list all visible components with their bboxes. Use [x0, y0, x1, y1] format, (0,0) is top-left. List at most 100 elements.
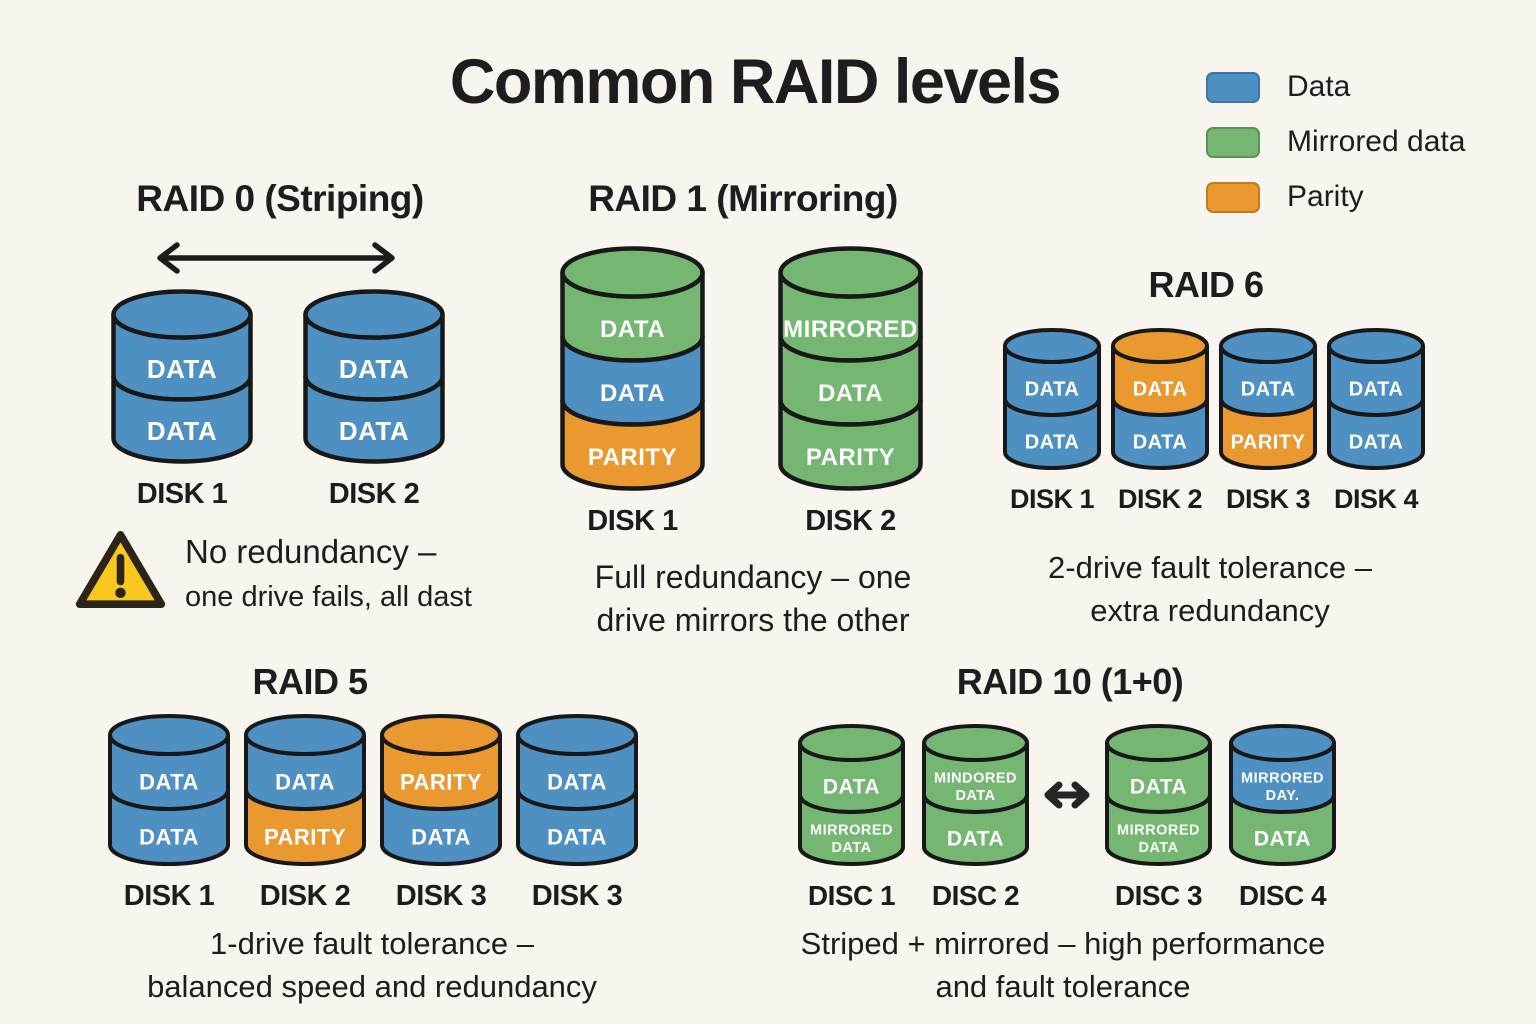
disk-label: DISK 3: [1225, 484, 1311, 514]
disk: DATA DATA DISK 3: [514, 712, 640, 913]
raid1-title: RAID 1 (Mirroring): [588, 178, 898, 219]
raid0-warning-text: No redundancy – one drive fails, all das…: [185, 528, 472, 615]
disk-segment-label: PARITY: [1231, 432, 1306, 454]
disk-segment-label: DATA: [823, 776, 880, 799]
warning-icon: [75, 531, 166, 608]
disk-label: DISK 3: [395, 880, 487, 912]
disk-label: DISK 2: [1117, 484, 1203, 514]
disk-top-ellipse: [111, 289, 253, 340]
disk-segment-label: PARITY: [400, 769, 482, 794]
disk-segment-label: DATA: [547, 824, 607, 849]
disk-segment-label: DATA: [275, 769, 335, 794]
disk-top-ellipse: [778, 246, 923, 299]
disk-cylinder: DATA PARITY: [1219, 328, 1317, 470]
disk-top-ellipse: [108, 714, 230, 756]
disk: DATA PARITY DISK 2: [242, 712, 368, 913]
disk-segment-label: DATA: [1025, 432, 1080, 454]
disk-top-ellipse: [560, 246, 705, 299]
raid6-caption-line2: extra redundancy: [1090, 593, 1330, 628]
raid10-title: RAID 10 (1+0): [956, 661, 1184, 702]
bidirectional-arrow-icon: [1044, 781, 1090, 809]
raid5-caption-line1: 1-drive fault tolerance –: [210, 926, 534, 961]
disk-cylinder: DATA PARITY: [244, 714, 366, 866]
disk-label: DISK 1: [1009, 484, 1095, 514]
disk-segment-label: DATA: [147, 416, 217, 446]
raid6-disk-row: DATA DATA DISK 1 DATA DATA DISK 2 DATA PARITY DI…: [1001, 326, 1427, 515]
disk-segment-label: DATA: [1241, 379, 1296, 401]
disk-cylinder: DATA DATA: [1003, 328, 1101, 470]
disk-segment-label: DATA: [139, 824, 199, 849]
disk-segment-label: DATA: [1130, 776, 1187, 799]
disk-top-ellipse: [244, 714, 366, 756]
striping-span-arrow-icon: [157, 242, 395, 274]
legend-item-parity: Parity: [1206, 180, 1465, 214]
raid6-caption: 2-drive fault tolerance – extra redundan…: [980, 546, 1440, 632]
disk-segment-label: PARITY: [588, 444, 677, 471]
disk-cylinder: DATA DATA: [108, 714, 230, 866]
mirror-arrow-wrap: [1044, 722, 1090, 868]
disk-segment-label: DATA: [547, 769, 607, 794]
disk-label: DISC 2: [931, 880, 1020, 911]
disk-segment-label: DATA: [1349, 432, 1404, 454]
legend-item-mirrored-data: Mirrored data: [1206, 125, 1465, 159]
disk-cylinder: DATA DATA: [1327, 328, 1425, 470]
disk-top-ellipse: [798, 724, 905, 762]
disk-cylinder: DATA DATA: [1111, 328, 1209, 470]
legend: Data Mirrored data Parity: [1206, 70, 1465, 214]
disk-segment-label: DATA: [147, 354, 217, 384]
disk: DATA PARITY DISK 3: [1217, 326, 1319, 515]
disk-segment-label: PARITY: [264, 824, 346, 849]
disk-segment-label: DATA: [1349, 379, 1404, 401]
disk-segment-label: PARITY: [806, 444, 895, 471]
page-title: Common RAID levels: [449, 47, 1062, 117]
disk-label: DISK 3: [531, 880, 623, 912]
raid10-caption-line2: and fault tolerance: [935, 969, 1191, 1004]
disk-label: DISC 4: [1238, 880, 1327, 911]
data-color-swatch: [1206, 71, 1260, 103]
mirrored-data-color-swatch: [1206, 126, 1260, 158]
disk-cylinder: DATA DATA: [516, 714, 638, 866]
raid10-caption-line1: Striped + mirrored – high performance: [800, 926, 1326, 961]
raid0-warning-line1: No redundancy –: [185, 533, 437, 570]
raid6-caption-line1: 2-drive fault tolerance –: [1048, 550, 1372, 585]
disk-label: DISK 1: [136, 478, 228, 510]
disk-segment-label: DATA: [1133, 432, 1188, 454]
raid1-caption: Full redundancy – one drive mirrors the …: [523, 556, 983, 642]
disk-top-ellipse: [1327, 328, 1425, 364]
raid5-caption: 1-drive fault tolerance – balanced speed…: [92, 922, 652, 1008]
disk-segment-label: DATA: [139, 769, 199, 794]
raid6-title: RAID 6: [1148, 264, 1264, 305]
disk-top-ellipse: [516, 714, 638, 756]
disk-segment-label: DATA: [1254, 828, 1311, 851]
raid0-title: RAID 0 (Striping): [136, 178, 424, 219]
raid0-warning-line2: one drive fails, all dast: [185, 581, 472, 613]
disk-segment-label: DATA: [1133, 379, 1188, 401]
legend-label-mirrored-data: Mirrored data: [1287, 125, 1466, 158]
disk-label: DISK 1: [587, 505, 678, 537]
disk-segment-label: DATA: [600, 380, 665, 407]
disk-label: DISK 2: [259, 880, 351, 912]
raid0-warning: No redundancy – one drive fails, all das…: [73, 528, 472, 615]
disk-segment-label: DATA: [600, 316, 665, 343]
disk-top-ellipse: [922, 724, 1029, 762]
disk-segment-label: DATA: [1025, 379, 1080, 401]
disk-top-ellipse: [303, 289, 445, 340]
disk-label: DISK 1: [123, 880, 215, 912]
